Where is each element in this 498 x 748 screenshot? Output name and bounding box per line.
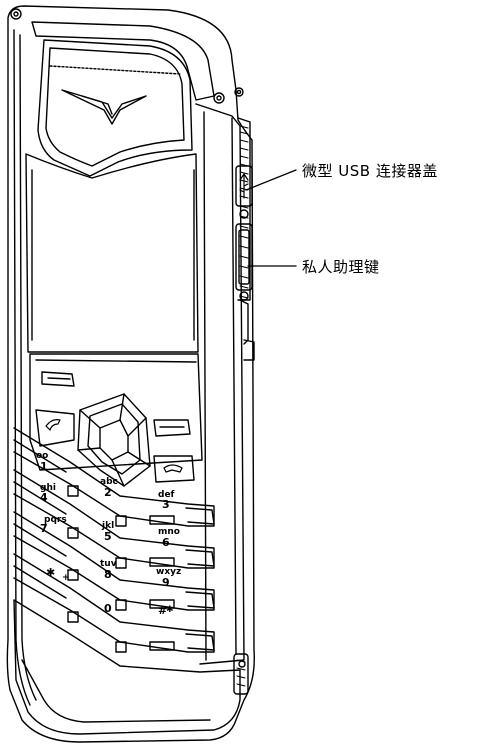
key-1-digit: 1 <box>40 460 48 473</box>
end-key <box>153 455 195 483</box>
key-7-letters: pqrs <box>44 515 67 525</box>
pa-key-label: 私人助理键 <box>302 258 380 276</box>
side-screw-icon <box>234 87 244 97</box>
nav-center <box>99 419 129 461</box>
usb-cover-leader <box>245 169 297 191</box>
body-left-edge <box>13 29 31 706</box>
key-1-letters: oo <box>36 451 48 461</box>
key-hash-digit: # <box>158 604 167 617</box>
usb-icon <box>239 173 249 199</box>
key-9-letters: wxyz <box>156 567 181 577</box>
key-star-letters: + <box>62 573 70 583</box>
key-7-digit: 7 <box>40 522 48 535</box>
key-5-letters: jkl <box>101 521 114 531</box>
key-3-digit: 3 <box>162 498 170 511</box>
end-call-icon <box>163 464 183 473</box>
nav-key <box>77 393 151 487</box>
key-8-letters: tuv <box>100 559 117 569</box>
key-2-letters: abc <box>100 477 118 487</box>
top-left-screw-icon <box>10 8 22 20</box>
usb-cover-label: 微型 USB 连接器盖 <box>302 162 438 180</box>
top-right-screw-icon <box>213 92 225 104</box>
key-9-digit: 9 <box>162 576 170 589</box>
key-6-digit: 6 <box>162 536 170 549</box>
usb-cover <box>235 165 253 207</box>
call-key <box>35 409 75 447</box>
key-3-letters: def <box>158 490 175 500</box>
key-0-digit: 0 <box>104 602 112 615</box>
key-labels: oo 1 abc 2 def 3 ghi 4 jkl 5 mno 6 pqrs … <box>36 451 181 617</box>
upper-keypad <box>29 353 203 471</box>
keypad-rows <box>13 427 215 653</box>
key-6-letters: mno <box>158 527 180 537</box>
key-4-letters: ghi <box>40 483 56 493</box>
side-clip <box>243 339 255 361</box>
earpiece-housing <box>31 21 215 101</box>
call-icon <box>45 419 61 431</box>
bottom-connector <box>233 653 249 695</box>
key-8-digit: 8 <box>104 568 112 581</box>
key-hash-letters: ✱ <box>166 605 174 615</box>
right-softkey <box>153 419 191 437</box>
key-2-digit: 2 <box>104 486 112 499</box>
screen-outline <box>25 153 199 353</box>
key-star-digit: ✱ <box>46 566 55 579</box>
left-softkey <box>41 371 75 387</box>
pa-key <box>235 223 253 291</box>
key-4-digit: 4 <box>40 491 48 504</box>
right-side-panel <box>195 103 245 665</box>
phone-body-outline <box>6 5 255 743</box>
bottom-chin <box>13 599 241 735</box>
key-5-digit: 5 <box>104 530 112 543</box>
v-logo-icon <box>61 89 147 125</box>
